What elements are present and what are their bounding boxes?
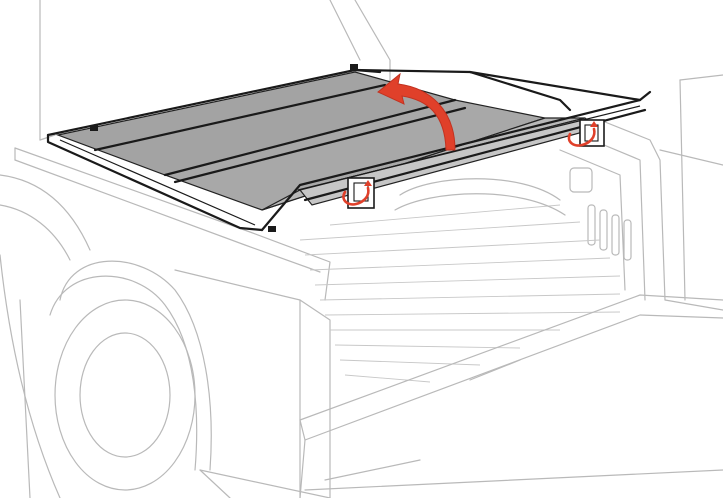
clamp-left (347, 177, 375, 209)
rail-clip (268, 226, 276, 232)
tonneau-cover (46, 64, 652, 232)
rotate-arrow-head (590, 121, 598, 127)
rotate-arrow-icon (567, 127, 596, 147)
rail-clip (350, 64, 358, 70)
rail-clip (90, 125, 98, 131)
rotate-arrow-icon (342, 186, 370, 206)
rotate-arrow-head (364, 180, 372, 186)
curved-arrow-icon (377, 72, 456, 151)
clamp-arrows (342, 121, 598, 206)
fold-direction (377, 72, 456, 151)
clamp-right (579, 119, 605, 147)
